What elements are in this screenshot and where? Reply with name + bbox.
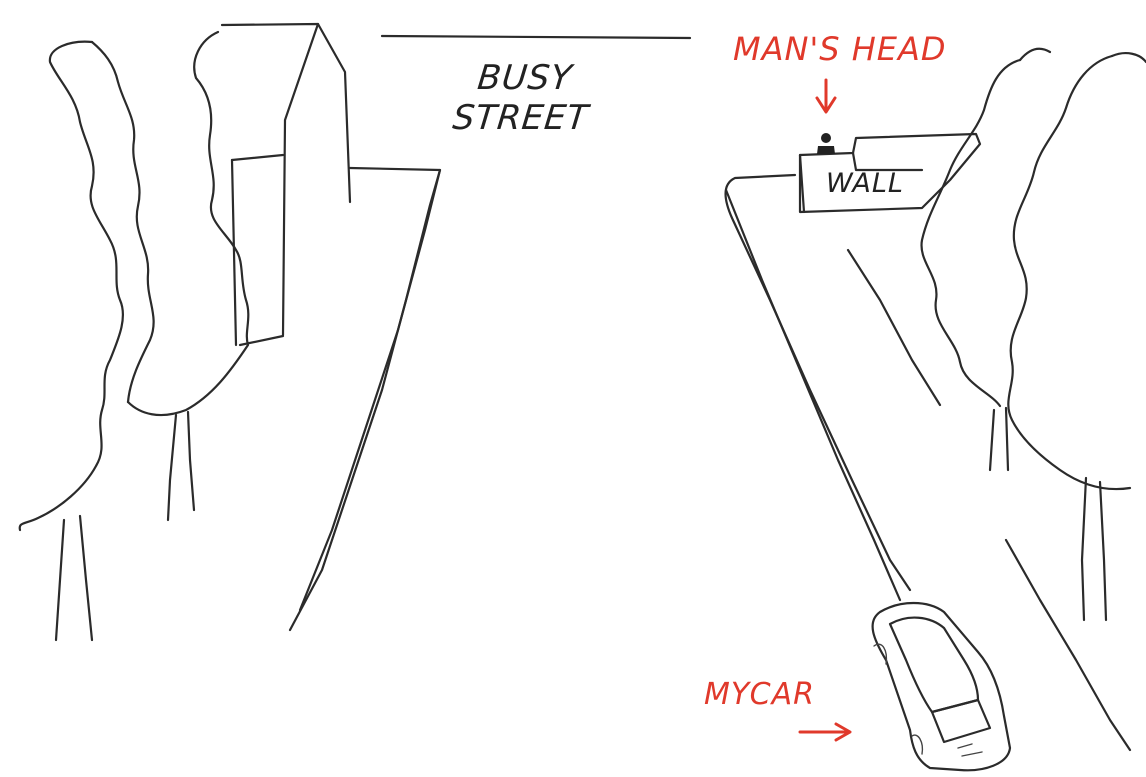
left-road-edge <box>290 168 440 630</box>
horizon-line <box>382 36 690 38</box>
my-car <box>873 603 1010 770</box>
mans-head-figure <box>817 133 835 154</box>
street-label-line-2: STREET <box>451 98 591 138</box>
left-trees <box>20 32 249 640</box>
my-car-label: MYCAR <box>704 677 815 712</box>
busy-street-label: BUSY STREET <box>451 58 595 138</box>
left-building <box>222 24 350 345</box>
wall-label: WALL <box>826 168 904 199</box>
street-label-line-1: BUSY <box>455 58 595 98</box>
mans-head-label: MAN'S HEAD <box>733 30 947 68</box>
